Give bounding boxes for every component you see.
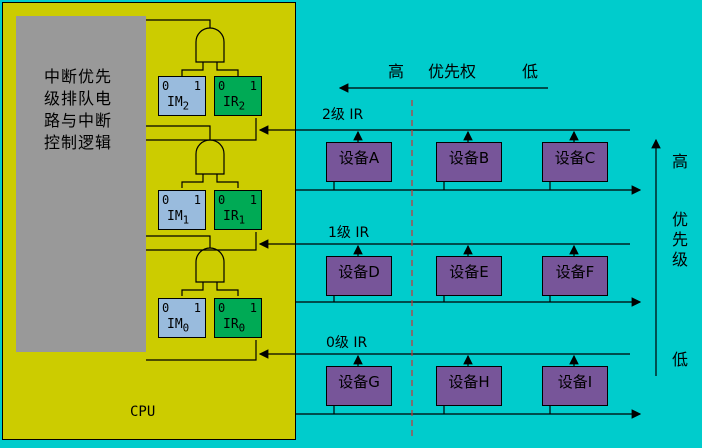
- cpu-label: CPU: [130, 404, 156, 420]
- priority-low-label: 低: [522, 62, 539, 81]
- device-b: 设备B: [436, 142, 502, 182]
- device-i: 设备I: [542, 366, 608, 406]
- side-low-label: 低: [672, 350, 689, 369]
- priority-title: 优先权: [428, 62, 477, 81]
- logic-line: 级排队电: [43, 89, 112, 108]
- priority-high-label: 高: [388, 62, 405, 81]
- priority-logic-label: 中断优先 级排队电 路与中断 控制逻辑: [18, 66, 138, 154]
- device-c: 设备C: [542, 142, 608, 182]
- device-f: 设备F: [542, 256, 608, 296]
- side-priority-title: 优 先 级: [672, 210, 689, 269]
- logic-line: 控制逻辑: [43, 133, 112, 152]
- level-0-ir-label: 0级 IR: [326, 335, 368, 351]
- and-gate-2: [195, 27, 225, 63]
- device-h: 设备H: [436, 366, 502, 406]
- priority-logic-block: [16, 16, 146, 352]
- device-d: 设备D: [326, 256, 392, 296]
- device-g: 设备G: [326, 366, 392, 406]
- logic-line: 中断优先: [43, 67, 112, 86]
- logic-line: 路与中断: [43, 111, 112, 130]
- level-1-ir-label: 1级 IR: [328, 225, 370, 241]
- level-2-ir-label: 2级 IR: [322, 107, 364, 123]
- device-a: 设备A: [326, 142, 392, 182]
- device-e: 设备E: [436, 256, 502, 296]
- side-high-label: 高: [672, 152, 689, 171]
- and-gate-0: [195, 247, 225, 283]
- and-gate-1: [195, 139, 225, 175]
